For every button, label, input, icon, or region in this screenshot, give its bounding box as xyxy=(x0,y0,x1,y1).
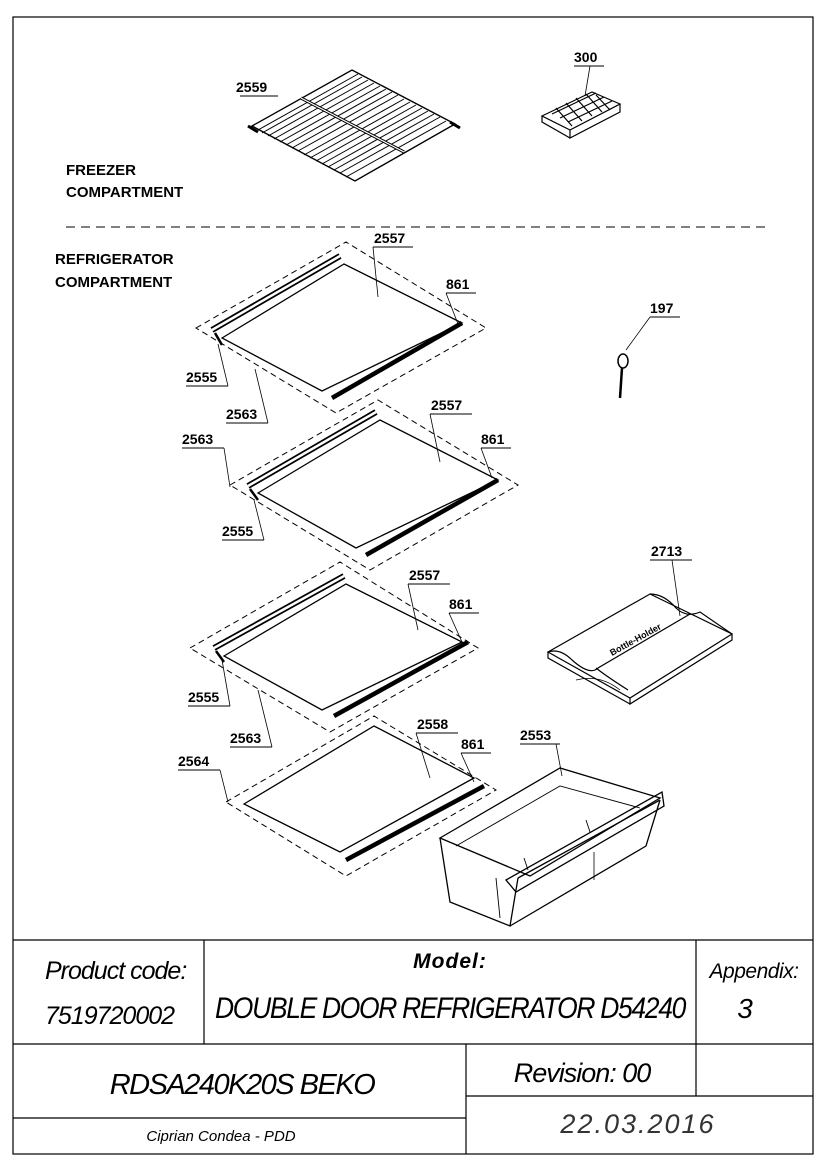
ice-tray xyxy=(540,91,622,139)
part-label-2558: 2558 xyxy=(417,716,448,732)
part-label-2555-2: 2555 xyxy=(222,523,253,539)
appendix-value: 3 xyxy=(737,993,753,1024)
part-label-2557-2: 2557 xyxy=(431,397,462,413)
part-label-2713: 2713 xyxy=(651,543,682,559)
part-label-861-1: 861 xyxy=(446,276,470,292)
product-code-label: Product code: xyxy=(45,957,186,985)
part-label-2557-3: 2557 xyxy=(409,567,440,583)
drawing-date: 22.03.2016 xyxy=(559,1109,715,1139)
part-label-2564: 2564 xyxy=(178,753,209,769)
crisper-drawer-2553 xyxy=(438,767,665,927)
freezer-section-label: FREEZER COMPARTMENT xyxy=(66,162,183,201)
bottle-holder-2713 xyxy=(546,593,734,706)
egg-tray-197 xyxy=(617,316,651,399)
drawing-frame xyxy=(12,16,814,1155)
glass-shelf-3 xyxy=(189,561,479,733)
refrigerator-section-label: REFRIGERATOR COMPARTMENT xyxy=(55,251,178,291)
part-label-2563-1: 2563 xyxy=(226,406,257,422)
model-label: Model: xyxy=(413,950,487,973)
part-label-2557-1: 2557 xyxy=(374,230,405,246)
revision: Revision: 00 xyxy=(514,1058,652,1088)
part-label-197: 197 xyxy=(650,300,674,316)
product-code-value: 7519720002 xyxy=(45,1002,175,1030)
author: Ciprian Condea - PDD xyxy=(146,1128,295,1145)
freezer-wire-shelf xyxy=(247,69,461,182)
part-label-2563-3: 2563 xyxy=(230,730,261,746)
model-value: DOUBLE DOOR REFRIGERATOR D54240 xyxy=(215,992,687,1025)
part-label-2553: 2553 xyxy=(520,727,551,743)
part-label-300: 300 xyxy=(574,49,598,65)
part-label-2555-3: 2555 xyxy=(188,689,219,705)
crisper-cover-shelf xyxy=(225,715,497,877)
title-block xyxy=(13,939,813,1154)
part-label-861-3: 861 xyxy=(449,596,473,612)
bottle-holder-text: Bottle-Holder xyxy=(608,621,663,658)
part-label-2555-1: 2555 xyxy=(186,369,217,385)
part-label-2559: 2559 xyxy=(236,79,267,95)
part-label-861-2: 861 xyxy=(481,431,505,447)
part-label-861-4: 861 xyxy=(461,736,485,752)
appendix-label: Appendix: xyxy=(708,960,799,983)
part-label-2563-2: 2563 xyxy=(182,431,213,447)
glass-shelf-2 xyxy=(229,399,519,571)
model-code: RDSA240K20S BEKO xyxy=(110,1069,375,1101)
glass-shelf-1 xyxy=(195,241,487,414)
